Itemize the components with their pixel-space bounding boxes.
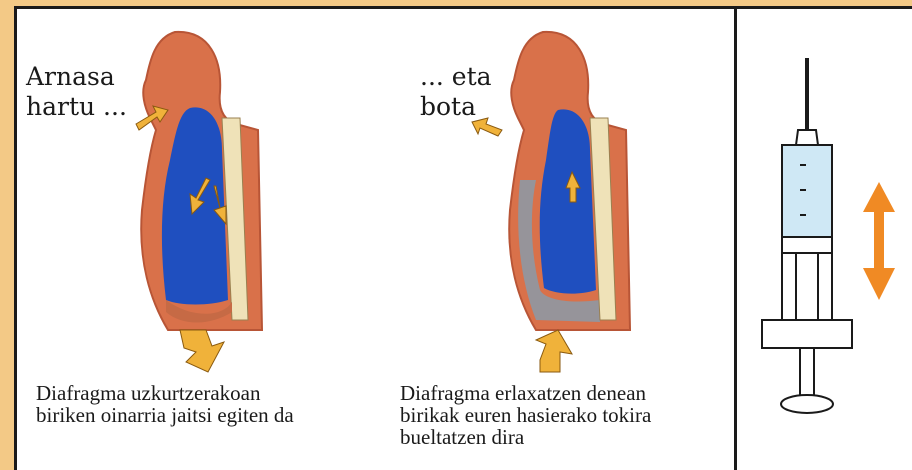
exhale-label-line-1: ... eta (420, 62, 492, 92)
inhale-caption-line-2: biriken oinarria jaitsi egiten da (36, 404, 294, 426)
inhale-caption: Diafragma uzkurtzerakoan biriken oinarri… (36, 382, 294, 426)
syringe-flange (762, 320, 852, 348)
exhale-caption-line-1: Diafragma erlaxatzen denean (400, 382, 651, 404)
syringe-thumb-rest (781, 395, 833, 413)
inhale-caption-line-1: Diafragma uzkurtzerakoan (36, 382, 294, 404)
inhale-label: Arnasa hartu ... (26, 62, 127, 122)
exhale-up-arrow (536, 330, 572, 372)
syringe-plunger-stem (800, 348, 814, 396)
inhale-label-line-1: Arnasa (26, 62, 127, 92)
syringe-plunger-head (782, 237, 832, 253)
syringe-plunger-rod (796, 253, 818, 321)
syringe-hub (796, 130, 818, 145)
exhale-figure (472, 32, 630, 372)
exhale-caption-line-2: birikak euren hasierako tokira (400, 404, 651, 426)
syringe (762, 58, 895, 413)
exhale-caption-line-3: bueltatzen dira (400, 426, 651, 448)
exhale-label-line-2: bota (420, 92, 492, 122)
exhale-label: ... eta bota (420, 62, 492, 122)
inhale-label-line-2: hartu ... (26, 92, 127, 122)
inhale-down-arrow (180, 330, 224, 372)
inhale-figure (136, 32, 262, 372)
exhale-caption: Diafragma erlaxatzen denean birikak eure… (400, 382, 651, 448)
syringe-barrel-fluid (782, 145, 832, 237)
double-arrow-icon (863, 182, 895, 300)
